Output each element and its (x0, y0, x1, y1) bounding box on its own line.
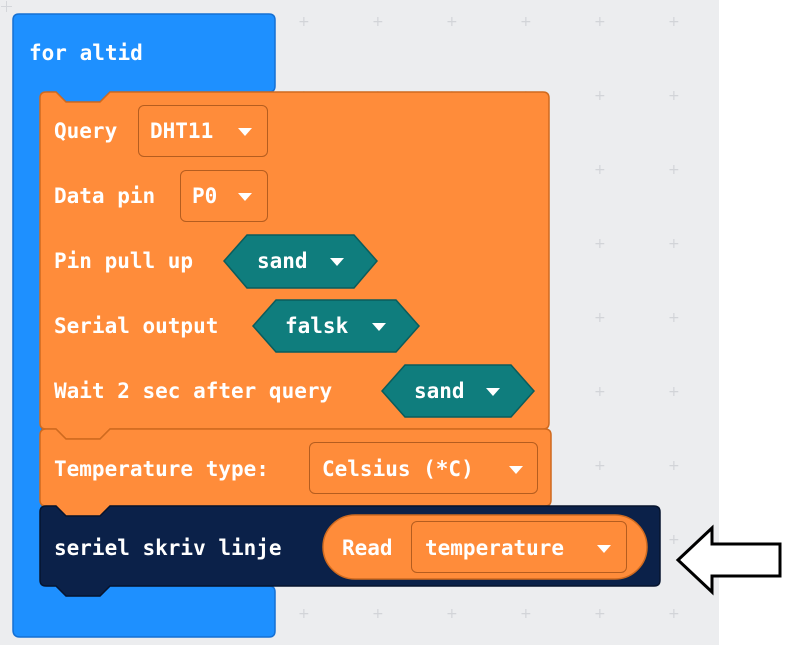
pull-up-caret-icon[interactable] (330, 258, 344, 266)
query-dropdown[interactable] (138, 105, 268, 157)
wait-boolean-shape[interactable] (380, 364, 536, 418)
grid-plus-icon: + (668, 88, 680, 104)
data-pin-caret-icon[interactable] (238, 193, 252, 201)
grid-plus-icon: + (594, 384, 606, 400)
read-label: Read (342, 536, 393, 560)
read-reporter-shape[interactable] (322, 514, 648, 580)
query-value[interactable]: DHT11 (150, 119, 214, 143)
wait-caret-icon[interactable] (486, 388, 500, 396)
grid-plus-icon: + (446, 14, 458, 30)
read-value-dropdown[interactable] (411, 521, 627, 573)
left-arrow-icon (675, 524, 782, 596)
grid-plus-icon: + (594, 14, 606, 30)
grid-plus-icon: + (668, 14, 680, 30)
data-pin-dropdown[interactable] (180, 170, 268, 222)
grid-plus-icon: + (594, 162, 606, 178)
grid-plus-icon: + (594, 310, 606, 326)
temperature-type-label: Temperature type: (54, 457, 269, 481)
pull-up-label: Pin pull up (54, 249, 194, 273)
grid-plus-icon: + (446, 606, 458, 622)
grid-plus-icon: + (668, 162, 680, 178)
grid-plus-icon: + (668, 310, 680, 326)
grid-plus-icon: + (372, 606, 384, 622)
pull-up-boolean-shape[interactable] (223, 234, 378, 289)
grid-plus-icon: + (668, 532, 680, 548)
temperature-type-dropdown[interactable] (309, 442, 538, 494)
data-pin-label: Data pin (54, 184, 156, 208)
grid-plus-icon: + (372, 14, 384, 30)
grid-plus-icon: + (668, 236, 680, 252)
data-pin-value[interactable]: P0 (192, 184, 218, 208)
query-label: Query (54, 119, 118, 143)
serial-output-value[interactable]: falsk (285, 314, 349, 338)
serial-write-label: seriel skriv linje (54, 536, 282, 560)
grid-plus-icon: + (298, 14, 310, 30)
grid-plus-icon: + (594, 606, 606, 622)
serial-output-label: Serial output (54, 314, 219, 338)
pull-up-value[interactable]: sand (257, 249, 308, 273)
grid-plus-icon: + (594, 236, 606, 252)
wait-label: Wait 2 sec after query (54, 379, 333, 403)
temperature-type-value[interactable]: Celsius (*C) (322, 457, 474, 481)
grid-plus-icon: + (594, 458, 606, 474)
read-value[interactable]: temperature (425, 536, 565, 560)
wait-value[interactable]: sand (414, 379, 465, 403)
grid-plus-icon: + (520, 606, 532, 622)
forever-label: for altid (29, 41, 143, 65)
serial-output-caret-icon[interactable] (372, 323, 386, 331)
grid-plus-icon: + (520, 14, 532, 30)
serial-output-boolean-shape[interactable] (251, 299, 421, 353)
read-value-caret-icon[interactable] (597, 545, 611, 553)
temperature-type-caret-icon[interactable] (509, 466, 523, 474)
grid-plus-icon: + (668, 606, 680, 622)
grid-plus-icon: + (594, 88, 606, 104)
query-caret-icon[interactable] (238, 128, 252, 136)
grid-plus-icon: + (668, 458, 680, 474)
grid-plus-icon: + (298, 606, 310, 622)
grid-plus-icon: + (668, 384, 680, 400)
